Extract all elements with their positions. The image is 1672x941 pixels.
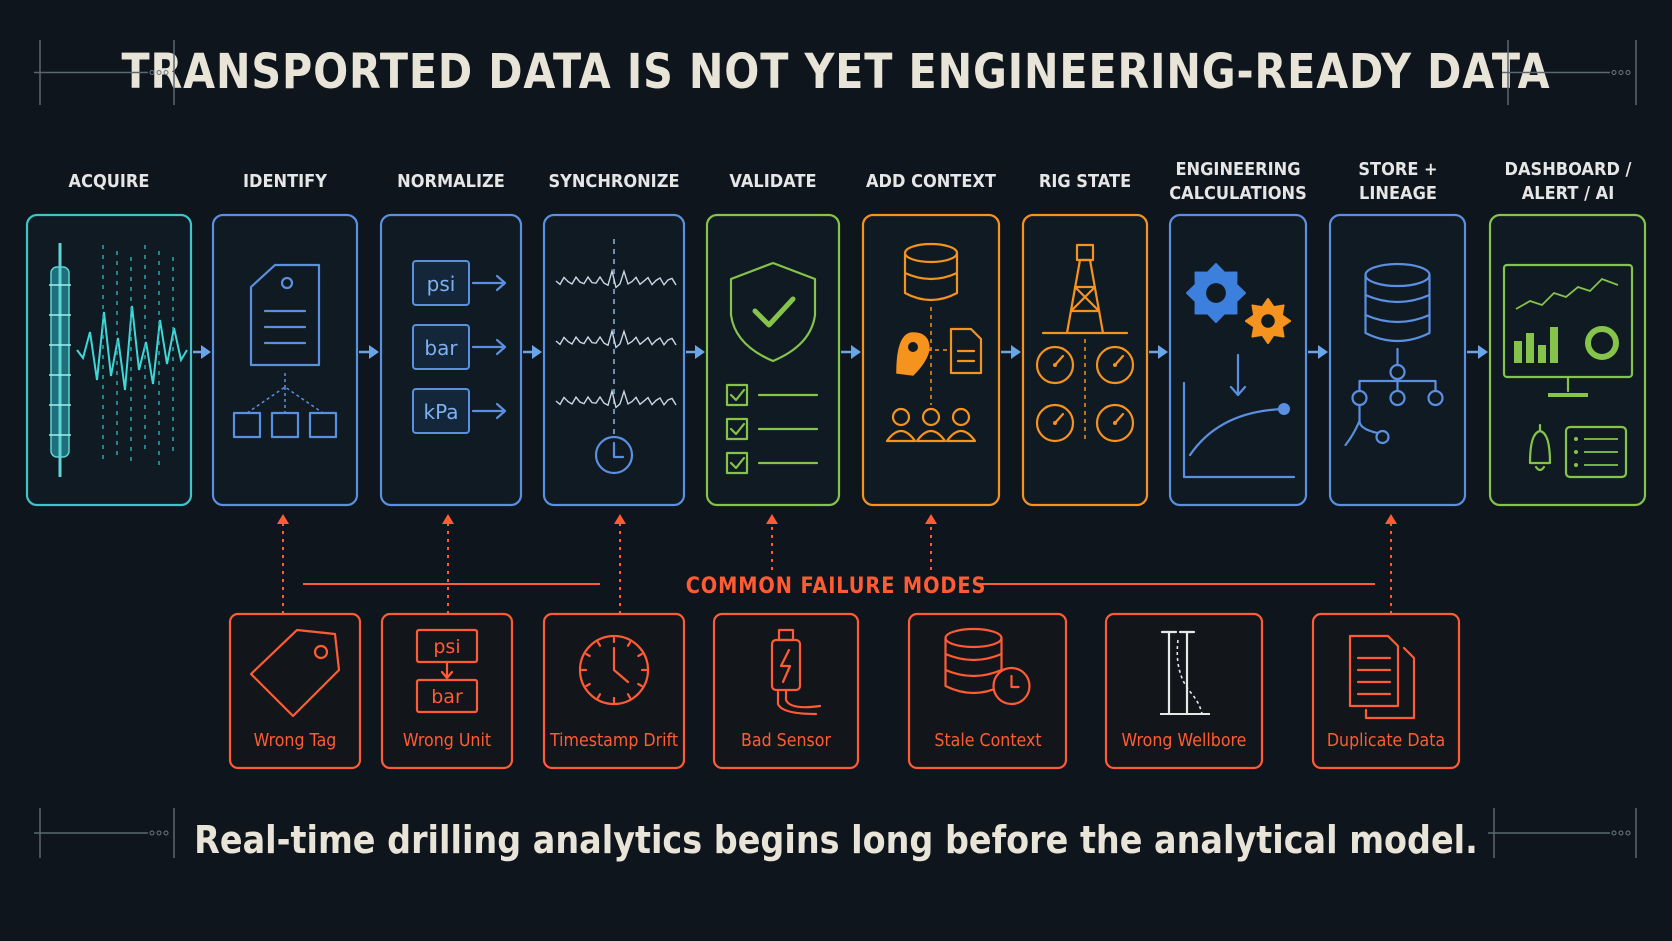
unit-label: psi — [427, 272, 456, 296]
stage-label: RIG STATE — [1038, 171, 1132, 192]
flow-arrow — [1467, 345, 1488, 359]
failure-label: Wrong Wellbore — [1121, 730, 1247, 751]
failure-pointer-arrow — [1385, 514, 1397, 614]
tag-icon — [249, 628, 341, 718]
failure-pointer-arrow — [766, 514, 778, 570]
failure-duplicate-data — [1311, 612, 1461, 770]
stage-dashboard-alert-ai — [1488, 213, 1647, 507]
stage-store-lineage — [1328, 213, 1467, 507]
failure-label: Wrong Tag — [253, 730, 337, 751]
stage-synchronize — [542, 213, 686, 507]
stage-boxes: psi bar kPa — [25, 213, 1647, 507]
failure-label: Timestamp Drift — [549, 730, 679, 751]
stage-acquire — [25, 213, 193, 507]
unit-label: bar — [424, 336, 458, 360]
waveform-sync-icon — [555, 239, 677, 475]
failure-links — [277, 514, 1397, 614]
sensor-icon — [770, 628, 822, 716]
database-clock-icon — [944, 627, 1031, 706]
flow-arrow — [1001, 345, 1021, 359]
stage-box — [1021, 213, 1149, 507]
flow-arrow — [841, 345, 861, 359]
flow-arrow — [359, 345, 379, 359]
stage-label: ENGINEERING CALCULATIONS — [1169, 159, 1307, 204]
wellbore-icon — [1160, 630, 1210, 716]
failure-label: Stale Context — [933, 730, 1042, 751]
unit-label: psi — [433, 636, 460, 658]
corner-bracket — [1488, 808, 1637, 858]
stage-box — [861, 213, 1001, 507]
stage-label: ADD CONTEXT — [866, 171, 996, 192]
page-title: TRANSPORTED DATA IS NOT YET ENGINEERING-… — [121, 44, 1551, 100]
unit-label: bar — [431, 686, 463, 708]
flow-arrow — [523, 345, 542, 359]
corner-bracket — [34, 40, 175, 105]
dashboard-monitor-icon — [1502, 263, 1634, 479]
failure-stale-context — [907, 612, 1068, 770]
unit-label: kPa — [424, 400, 459, 424]
database-lineage-icon — [1344, 262, 1444, 447]
stage-label: NORMALIZE — [397, 171, 505, 192]
stage-rig-state — [1021, 213, 1149, 507]
shield-checklist-icon — [725, 261, 819, 475]
stage-label: DASHBOARD / ALERT / AI — [1504, 159, 1631, 204]
flow-arrow — [193, 345, 211, 359]
stage-box — [211, 213, 359, 507]
failure-pointer-arrow — [277, 514, 289, 614]
failure-label: Duplicate Data — [1326, 730, 1446, 751]
failure-timestamp-drift — [542, 612, 686, 770]
failure-label: Bad Sensor — [741, 730, 831, 751]
stage-label: VALIDATE — [729, 171, 817, 192]
failure-wrong-unit: psi bar — [380, 612, 514, 770]
stage-label: SYNCHRONIZE — [548, 171, 680, 192]
failure-wrong-wellbore — [1104, 612, 1264, 770]
duplicate-documents-icon — [1348, 634, 1416, 720]
drill-sensor-icon — [49, 243, 188, 477]
stage-normalize: psi bar kPa — [379, 213, 523, 507]
failure-label: Wrong Unit — [402, 730, 492, 751]
stage-label: ACQUIRE — [68, 171, 150, 192]
stage-identify — [211, 213, 359, 507]
failure-bad-sensor — [712, 612, 860, 770]
failure-pointer-arrow — [925, 514, 937, 570]
failure-modes-title: COMMON FAILURE MODES — [685, 574, 987, 599]
failure-box — [380, 612, 514, 770]
flow-arrow — [1149, 345, 1168, 359]
rig-gauges-icon — [1035, 243, 1135, 443]
failure-pointer-arrow — [442, 514, 454, 614]
corner-bracket — [34, 808, 175, 858]
stage-label: STORE + LINEAGE — [1357, 159, 1438, 204]
failure-box — [1104, 612, 1264, 770]
footer-caption: Real-time drilling analytics begins long… — [194, 818, 1478, 862]
flow-arrows — [193, 345, 1488, 359]
stage-box — [1488, 213, 1647, 507]
failure-boxes: psi bar — [228, 612, 1461, 770]
unit-normalize-icon: psi bar kPa — [412, 260, 507, 434]
stage-add-context — [861, 213, 1001, 507]
failure-box — [542, 612, 686, 770]
clock-icon — [578, 634, 650, 706]
unit-conversion-icon: psi bar — [415, 628, 479, 714]
flow-arrow — [686, 345, 705, 359]
corner-bracket — [1502, 40, 1637, 105]
stage-engineering-calculations — [1168, 213, 1308, 507]
corner-decorations — [34, 40, 1637, 858]
tag-hierarchy-icon — [232, 263, 338, 439]
failure-pointer-arrow — [614, 514, 626, 614]
stage-validate — [705, 213, 841, 507]
flow-arrow — [1308, 345, 1328, 359]
failure-wrong-tag — [228, 612, 362, 770]
stage-label: IDENTIFY — [243, 171, 327, 192]
context-icon — [885, 242, 983, 443]
gears-curve-icon — [1182, 263, 1296, 479]
